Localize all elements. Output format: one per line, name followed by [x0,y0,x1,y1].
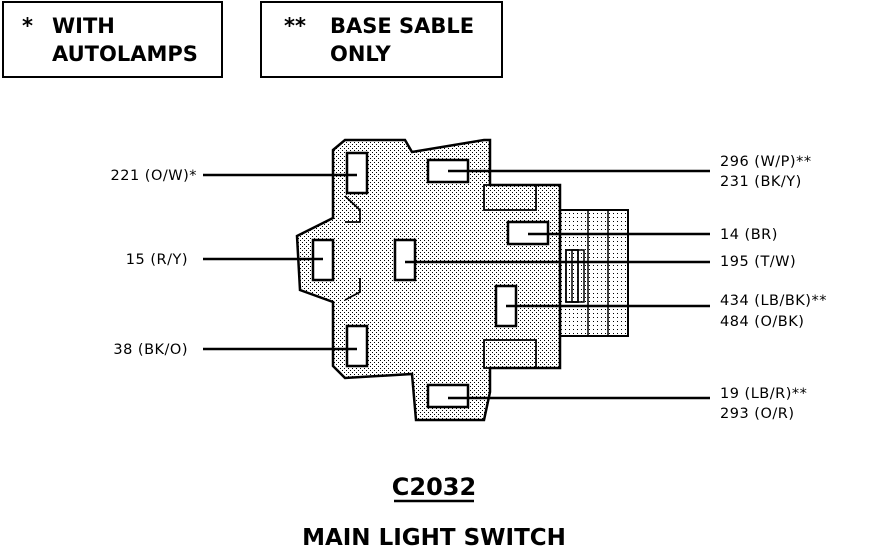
wire-label: 484 (O/BK) [720,314,804,330]
legend-line: ONLY [330,42,392,66]
legend-mark: * [22,14,33,38]
legend-line: BASE SABLE [330,14,474,38]
legend-line: AUTOLAMPS [52,42,198,66]
wire-label: 195 (T/W) [720,254,796,270]
wire-label: 38 (BK/O) [113,342,188,358]
terminal-cavity [393,238,417,282]
legend-base-sable: ** BASE SABLE ONLY [260,1,503,78]
legend-autolamps: * WITH AUTOLAMPS [2,1,223,78]
legend-box [2,1,223,78]
legend-mark: ** [284,14,306,38]
connector-name: MAIN LIGHT SWITCH [302,525,566,548]
connector-body [295,138,629,422]
legend-line: WITH [52,14,115,38]
diagram-caption: C2032 MAIN LIGHT SWITCH [302,473,566,548]
terminal-cavity [345,151,369,195]
wire-label: 434 (LB/BK)** [720,293,827,309]
left-wire-labels: 221 (O/W)* 15 (R/Y) 38 (BK/O) [111,168,198,358]
wire-leaders [203,169,710,400]
wire-label: 15 (R/Y) [126,252,188,268]
terminal-cavity [426,383,470,409]
connector-id: C2032 [392,473,476,501]
right-wire-labels: 296 (W/P)** 231 (BK/Y) 14 (BR) 195 (T/W)… [720,154,827,422]
wire-label: 14 (BR) [720,227,778,243]
legend-box [260,1,503,78]
wire-label: 19 (LB/R)** [720,386,807,402]
wire-label: 293 (O/R) [720,406,794,422]
wire-label: 221 (O/W)* [111,168,198,184]
connector-rear-housing [559,209,629,337]
terminal-cavity [345,324,369,368]
wire-label: 296 (W/P)** [720,154,812,170]
wire-label: 231 (BK/Y) [720,174,802,190]
